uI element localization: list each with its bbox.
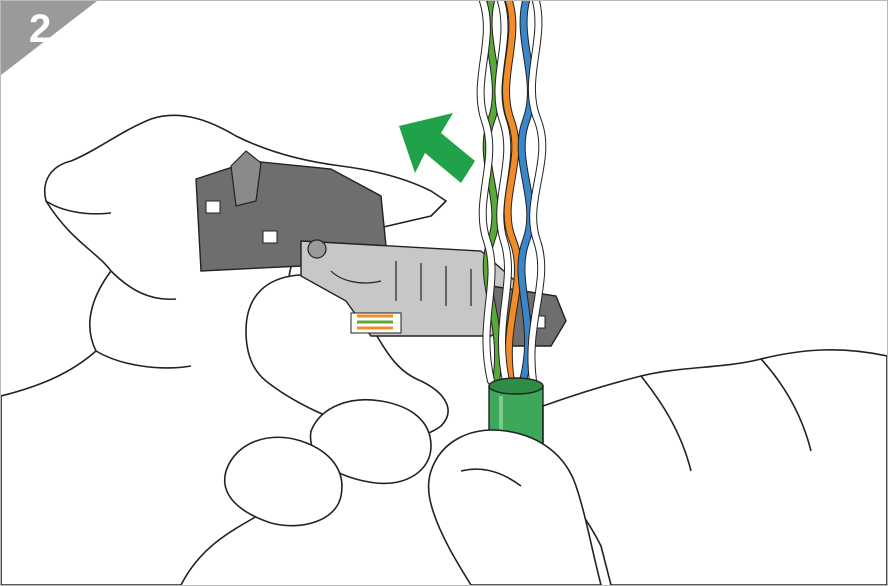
direction-arrow bbox=[399, 113, 475, 183]
twisted-wire-bundle bbox=[481, 1, 543, 381]
